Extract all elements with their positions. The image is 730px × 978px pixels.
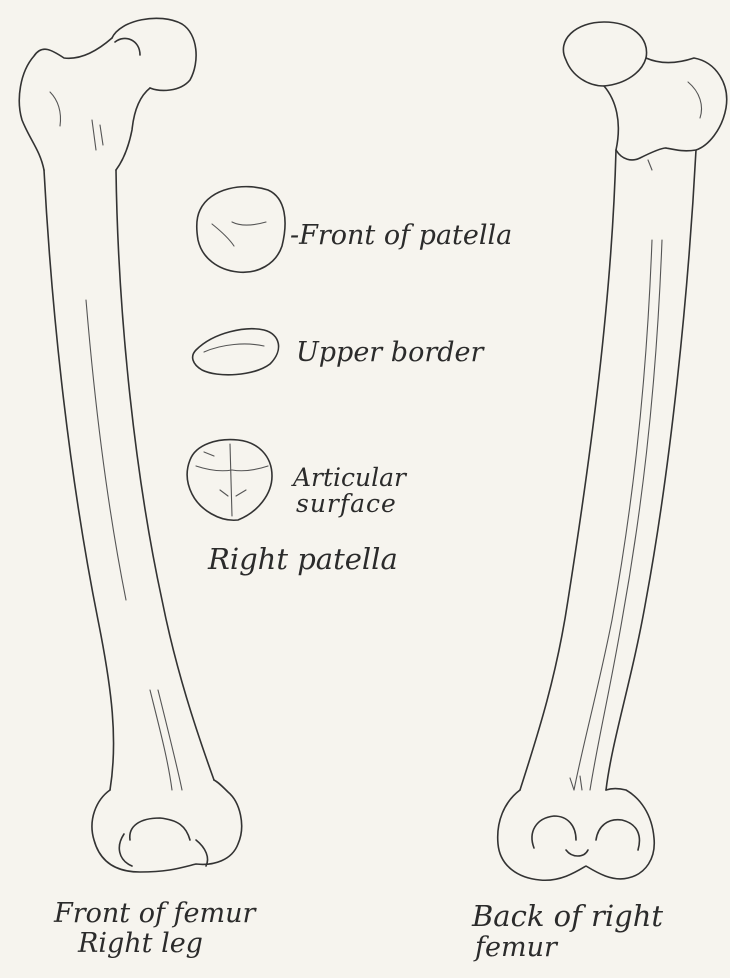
patella-articular-drawing xyxy=(187,440,272,521)
front-femur-drawing xyxy=(19,18,241,872)
label-back-of-right: Back of right xyxy=(472,902,663,931)
label-surface: surface xyxy=(296,491,397,516)
patella-front-drawing xyxy=(197,187,285,273)
label-right-leg: Right leg xyxy=(78,930,203,957)
label-articular: Articular xyxy=(293,465,406,490)
label-upper-border: Upper border xyxy=(296,339,483,366)
label-right-patella: Right patella xyxy=(208,545,398,574)
back-femur-drawing xyxy=(498,22,727,880)
patella-upper-border-drawing xyxy=(193,329,279,375)
label-front-of-patella: -Front of patella xyxy=(290,222,512,249)
label-front-of-femur: Front of femur xyxy=(54,900,255,927)
label-femur: femur xyxy=(475,934,557,961)
